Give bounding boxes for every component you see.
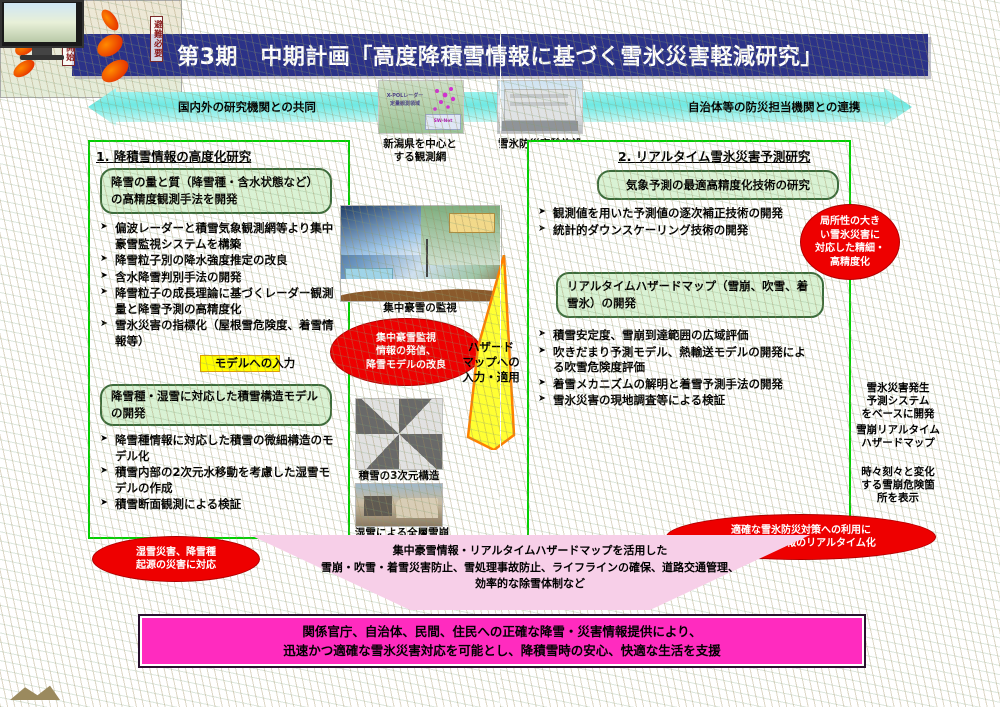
outcome-line-2: 迅速かつ適確な雪氷災害対応を可能とし、降積雪時の安心、快適な生活を支援 [283, 643, 721, 658]
list-item: 雪氷災害の現地調査等による検証 [538, 393, 810, 409]
ellipse-center-monitoring: 集中豪雪監視情報の発信、降雪モデルの改良 [330, 318, 482, 386]
list-item: 観測値を用いた予測値の逐次補正技術の開発 [538, 206, 800, 222]
snow3d-caption: 積雪の3次元構造 [340, 470, 458, 483]
list-item: 含水降雪判別手法の開発 [100, 270, 338, 286]
radar-dots-icon [433, 87, 456, 111]
ellipse-bottom-left: 湿雪災害、降雪種起源の災害に対応 [92, 536, 260, 582]
list-item: 積雪内部の2次元水移動を考慮した湿雪モデルの作成 [100, 465, 338, 496]
obs-network-caption: 新潟県を中心とする観測網 [356, 138, 484, 164]
snow-3d-structure-image [355, 398, 443, 470]
list-item: 統計的ダウンスケーリング技術の開発 [538, 223, 800, 239]
map-inset [449, 213, 495, 233]
wet-snow-avalanche-image [355, 483, 443, 527]
funnel-line-2: 雪崩・吹雪・着雪災害防止、雪処理事故防止、ライフラインの確保、道路交通管理、 [321, 560, 739, 574]
funnel-line-3: 効率的な除雪体制など [475, 577, 585, 590]
band-label-right: 自治体等の防災担当機関との連携 [688, 99, 860, 115]
observation-tower [425, 239, 428, 278]
heavy-snow-monitoring-image [340, 205, 502, 302]
outcome-text: 関係官庁、自治体、民間、住民への正確な降雪・災害情報提供により、 迅速かつ適確な… [283, 622, 721, 661]
list-item: 降雪粒子別の降水強度推定の改良 [100, 253, 338, 269]
facility-window-row-1 [510, 94, 568, 98]
right-bullet-list-1: 観測値を用いた予測値の逐次補正技術の開発 統計的ダウンスケーリング技術の開発 [538, 206, 800, 239]
panel-left-title: 1. 降積雪情報の高度化研究 [96, 146, 251, 165]
damaged-house [364, 496, 392, 516]
left-theme-box-2: 降雪種・湿雪に対応した積雪構造モデルの開発 [100, 384, 332, 426]
list-item: 雪氷災害の指標化（屋根雪危険度、着雪情報等） [100, 318, 338, 349]
map-tag-right: 避難必要 [150, 16, 164, 62]
list-item: 偏波レーダーと積雪気象観測網等より集中豪雪監視システムを構築 [100, 221, 338, 252]
monitor-base [20, 55, 64, 60]
cloud-photo-quadrant [341, 206, 421, 256]
list-item: 着雪メカニズムの解明と着雪予測手法の開発 [538, 377, 810, 393]
snow-mass [396, 498, 438, 518]
left-bullet-list-1: 偏波レーダーと積雪気象観測網等より集中豪雪監視システムを構築 降雪粒子別の降水強… [100, 221, 338, 350]
right-bullet-list-2: 積雪安定度、雪崩到達範囲の広域評価 吹きだまり予測モデル、熱輸送モデルの開発によ… [538, 328, 810, 410]
list-item: 積雪安定度、雪崩到達範囲の広域評価 [538, 328, 810, 344]
funnel-line-1: 集中豪雪情報・リアルタイムハザードマップを活用した [392, 544, 668, 557]
ellipse-bottom-right-text: 適確な雪氷防災対策への利用に向けた予測情報のリアルタイム化 [726, 524, 876, 550]
panel-right-title: 2. リアルタイム雪氷災害予測研究 [618, 146, 810, 165]
facility-ground [502, 121, 578, 131]
monitor-stand [32, 48, 52, 55]
hazmap-caption: 雪崩リアルタイムハザードマップ [856, 424, 940, 450]
ellipse-right-text: 局所性の大きい雪氷災害に対応した精細・高精度化 [815, 216, 885, 268]
band-label-left: 国内外の研究機関との共同 [178, 99, 316, 115]
funnel-text: 集中豪雪情報・リアルタイムハザードマップを活用した 雪崩・吹雪・着雪災害防止、雪… [250, 543, 810, 593]
monitor-caption: 集中豪雪の監視 [340, 302, 500, 315]
radar-photo-tag: SW-Net [425, 114, 461, 130]
facility-window-row-2 [510, 102, 568, 106]
monitor-screen-content [4, 3, 76, 42]
hazmap-note: 時々刻々と変化する雪崩危険箇所を表示 [861, 466, 935, 505]
list-item: 吹きだまり予測モデル、熱輸送モデルの開発による吹雪危険度評価 [538, 345, 810, 376]
radar-coverage-photo: X-POLレーダー定量観測領域 SW-Net [378, 80, 464, 134]
hazard-arrow-label: ハザードマップへの入力・適用 [455, 340, 527, 385]
page-title-text: 第3期 中期計画「高度降積雪情報に基づく雪氷災害軽減研究」 [177, 39, 823, 71]
outcome-box: 関係官庁、自治体、民間、住民への正確な降雪・災害情報提供により、 迅速かつ適確な… [138, 614, 866, 668]
ellipse-bottom-left-text: 湿雪災害、降雪種起源の災害に対応 [136, 546, 216, 572]
right-theme-box-2: リアルタイムハザードマップ（雪崩、吹雪、着雪氷）の開発 [556, 272, 824, 318]
radar-photo-label: X-POLレーダー定量観測領域 [382, 93, 428, 108]
model-input-label: モデルへの入力 [185, 355, 325, 371]
hazard-map-arrow [466, 255, 516, 450]
ellipse-right-localized: 局所性の大きい雪氷災害に対応した精細・高精度化 [800, 204, 900, 280]
facility-photo [497, 80, 583, 134]
terrain-mound [341, 279, 501, 301]
left-theme-box-1: 降雪の量と質（降雪種・含水状態など）の高精度観測手法を開発 [100, 168, 332, 214]
ellipse-center-text: 集中豪雪監視情報の発信、降雪モデルの改良 [366, 332, 446, 373]
application-funnel-shape [250, 535, 810, 610]
list-item: 降雪種情報に対応した積雪の微細構造のモデル化 [100, 433, 338, 464]
forecast-system-caption: 雪氷災害発生予測システムをベースに開発 [861, 382, 935, 421]
list-item: 積雪断面観測による検証 [100, 497, 338, 513]
model-input-highlight [200, 355, 280, 372]
list-item: 降雪粒子の成長理論に基づくレーダー観測量と降雪予測の高精度化 [100, 286, 338, 317]
left-bullet-list-2: 降雪種情報に対応した積雪の微細構造のモデル化 積雪内部の2次元水移動を考慮した湿… [100, 433, 338, 514]
right-theme-box-1: 気象予測の最適高精度化技術の研究 [597, 170, 839, 200]
outcome-line-1: 関係官庁、自治体、民間、住民への正確な降雪・災害情報提供により、 [302, 623, 702, 639]
